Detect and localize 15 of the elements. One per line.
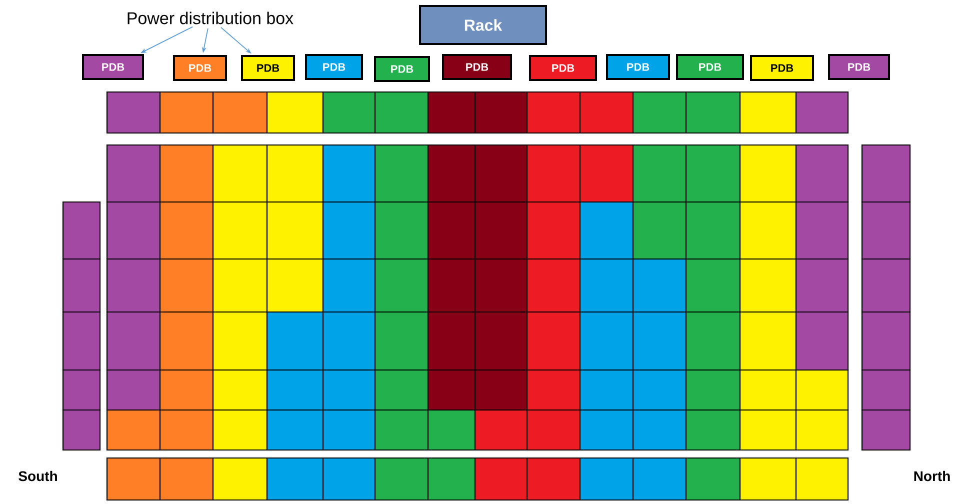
pdb-box: PDB: [828, 54, 890, 80]
pdb-box: PDB: [606, 54, 670, 80]
pdb-box: PDB: [676, 54, 744, 80]
direction-label: North: [914, 470, 950, 482]
pdb-box: PDB: [374, 56, 430, 82]
pdb-box: PDB: [529, 55, 597, 81]
rack-box: Rack: [419, 5, 547, 45]
pdb-box: PDB: [173, 55, 227, 81]
direction-label: South: [18, 470, 57, 482]
pdb-box: PDB: [82, 54, 144, 80]
pdb-box: PDB: [305, 54, 363, 80]
annotation-text: Power distribution box: [128, 12, 294, 24]
pdb-box: PDB: [750, 55, 814, 81]
pdb-box: PDB: [241, 55, 295, 81]
pdb-box: PDB: [442, 54, 512, 80]
